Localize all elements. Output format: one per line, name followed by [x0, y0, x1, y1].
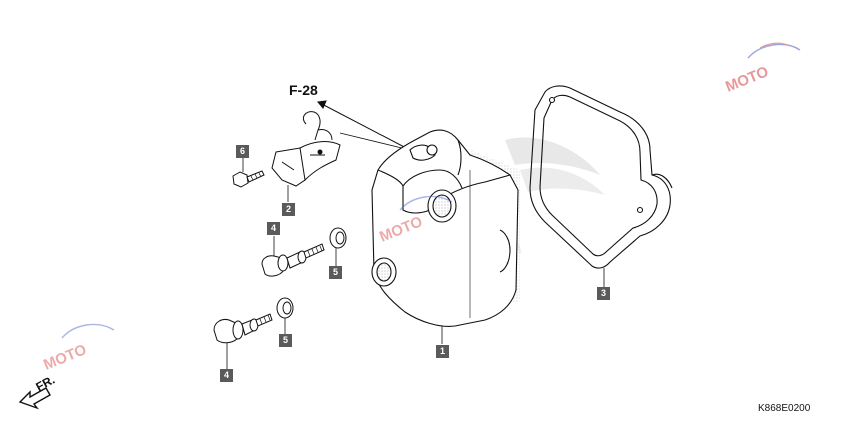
callout-2: 2	[282, 203, 295, 216]
diagram-code: K868E0200	[758, 403, 811, 414]
seal-washer-lower	[276, 297, 294, 319]
seal-washer-upper	[329, 227, 347, 249]
watermark-logo-bottom-left: MOTO	[41, 323, 115, 374]
callout-3: 3	[597, 287, 610, 300]
callout-6: 6	[236, 145, 249, 158]
callout-4-upper: 4	[267, 222, 280, 235]
callout-4-lower: 4	[220, 369, 233, 382]
wire-clip-bracket	[271, 111, 341, 187]
svg-text:MOTO: MOTO	[41, 341, 89, 374]
leader-lines	[226, 132, 605, 369]
reference-arrow	[317, 100, 411, 151]
callout-5-lower: 5	[279, 334, 292, 347]
svg-text:MOTO: MOTO	[723, 63, 771, 96]
small-bolt	[232, 170, 265, 188]
reference-label: F-28	[289, 82, 318, 98]
cylinder-head-cover	[371, 129, 519, 327]
cover-gasket	[529, 85, 673, 269]
cover-bolt-upper	[261, 243, 325, 277]
callout-1: 1	[436, 345, 449, 358]
callout-5-upper: 5	[329, 266, 342, 279]
watermark-logo-top-right: MOTO	[723, 42, 801, 96]
cover-bolt-lower	[213, 313, 273, 344]
front-arrow	[18, 387, 51, 410]
